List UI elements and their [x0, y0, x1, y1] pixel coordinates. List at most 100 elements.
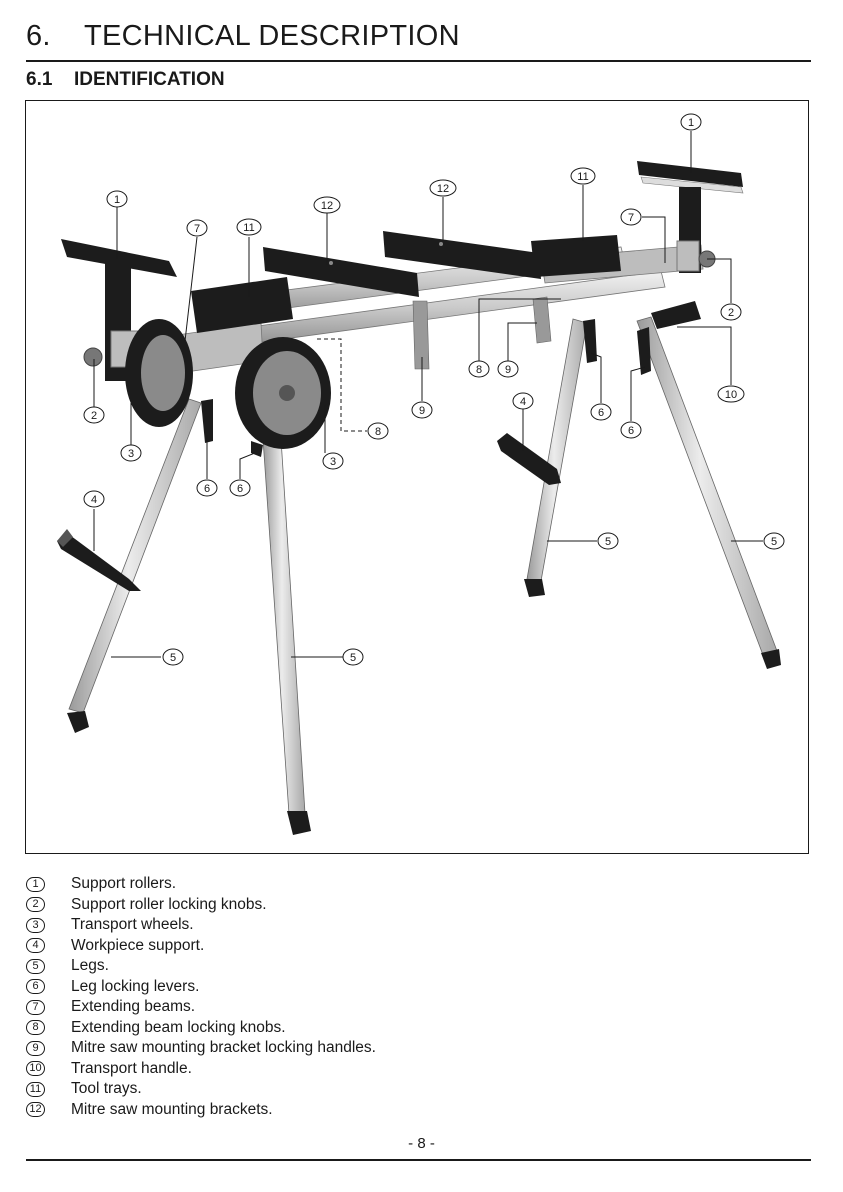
leader-lines	[93, 131, 763, 658]
workpiece-supports	[57, 433, 561, 591]
footer-rule	[26, 1159, 811, 1161]
legend-marker: 7	[26, 999, 45, 1015]
legend-item: 1 Support rollers.	[26, 874, 626, 895]
svg-text:5: 5	[170, 652, 176, 664]
svg-text:9: 9	[505, 364, 511, 376]
svg-text:11: 11	[577, 171, 588, 183]
callout-5c: 5	[597, 532, 619, 550]
subsection-heading: 6.1 IDENTIFICATION	[26, 69, 225, 91]
svg-text:12: 12	[321, 200, 333, 212]
legend-marker: 4	[26, 938, 45, 954]
legend-text: Transport wheels.	[71, 916, 194, 934]
svg-text:7: 7	[628, 212, 634, 224]
callout-1a: 1	[106, 190, 128, 208]
callout-2a: 2	[83, 406, 105, 424]
legend-text: Extending beam locking knobs.	[71, 1018, 286, 1036]
section-number: 6.	[26, 20, 51, 52]
legend-text: Tool trays.	[71, 1080, 142, 1098]
legend-text: Mitre saw mounting brackets.	[71, 1100, 273, 1118]
header-rule	[26, 60, 811, 62]
callout-4b: 4	[512, 392, 534, 410]
support-rollers	[61, 161, 744, 381]
svg-text:6: 6	[598, 407, 604, 419]
callout-6b: 6	[229, 479, 251, 497]
callout-7a: 7	[186, 219, 208, 237]
callout-3a: 3	[120, 444, 142, 462]
callout-1b: 1	[680, 113, 702, 131]
legend-marker: 11	[26, 1081, 45, 1097]
callout-5b: 5	[342, 648, 364, 666]
legend-item: 9 Mitre saw mounting bracket locking hand…	[26, 1038, 626, 1059]
svg-text:2: 2	[91, 410, 97, 422]
section-title: TECHNICAL DESCRIPTION	[84, 20, 460, 52]
svg-text:6: 6	[237, 483, 243, 495]
legend-item: 7 Extending beams.	[26, 997, 626, 1018]
legend-text: Support rollers.	[71, 875, 177, 893]
callout-bubbles: 1 1 2 2 3 3 4 4 5 5 5 5 6 6 6 6 7 7 8 8 …	[83, 113, 785, 666]
legend-text: Workpiece support.	[71, 936, 205, 954]
callout-9a: 9	[497, 360, 519, 378]
svg-text:1: 1	[114, 194, 120, 206]
svg-text:7: 7	[194, 223, 200, 235]
callout-10: 10	[717, 385, 745, 403]
legend-text: Mitre saw mounting bracket locking handl…	[71, 1039, 376, 1057]
svg-text:1: 1	[688, 117, 694, 129]
svg-text:3: 3	[330, 456, 336, 468]
callout-11b: 11	[570, 167, 596, 185]
tool-trays	[191, 235, 621, 333]
svg-text:4: 4	[91, 494, 97, 506]
callout-12b: 12	[429, 179, 457, 197]
subsection-number: 6.1	[26, 69, 53, 90]
svg-text:10: 10	[725, 389, 737, 401]
callout-6d: 6	[620, 421, 642, 439]
callout-5d: 5	[763, 532, 785, 550]
legend-text: Support roller locking knobs.	[71, 895, 267, 913]
legend-marker: 9	[26, 1040, 45, 1056]
legend-text: Extending beams.	[71, 998, 196, 1016]
callout-7b: 7	[620, 208, 642, 226]
svg-text:9: 9	[419, 405, 425, 417]
legend-item: 2 Support roller locking knobs.	[26, 895, 626, 916]
page-number: - 8 -	[408, 1135, 435, 1152]
callout-5a: 5	[162, 648, 184, 666]
legs	[67, 316, 781, 835]
mitre-saw-stand-drawing: 1 1 2 2 3 3 4 4 5 5 5 5 6 6 6 6 7 7 8 8 …	[57, 113, 785, 835]
legend-marker: 6	[26, 979, 45, 995]
svg-text:6: 6	[204, 483, 210, 495]
legend-marker: 1	[26, 876, 45, 892]
subsection-title: IDENTIFICATION	[74, 69, 225, 90]
legend-item: 11 Tool trays.	[26, 1079, 626, 1100]
legend-marker: 10	[26, 1061, 45, 1077]
legend-marker: 5	[26, 958, 45, 974]
legend-item: 4 Workpiece support.	[26, 936, 626, 957]
svg-text:12: 12	[437, 183, 449, 195]
callout-4a: 4	[83, 490, 105, 508]
callout-2b: 2	[720, 303, 742, 321]
svg-text:5: 5	[605, 536, 611, 548]
callout-8b: 8	[468, 360, 490, 378]
svg-text:11: 11	[243, 222, 254, 234]
legend-text: Leg locking levers.	[71, 977, 200, 995]
svg-text:4: 4	[520, 396, 526, 408]
legend-marker: 2	[26, 897, 45, 913]
callout-8a: 8	[367, 422, 389, 440]
locking-parts	[83, 250, 716, 457]
svg-text:5: 5	[350, 652, 356, 664]
callout-9b: 9	[411, 401, 433, 419]
legend-item: 8 Extending beam locking knobs.	[26, 1018, 626, 1039]
legend-item: 6 Leg locking levers.	[26, 977, 626, 998]
svg-text:3: 3	[128, 448, 134, 460]
mounting-brackets	[263, 231, 541, 297]
transport-wheels	[125, 319, 331, 449]
legend-marker: 8	[26, 1020, 45, 1036]
legend-text: Legs.	[71, 957, 109, 975]
callout-3b: 3	[322, 452, 344, 470]
legend-item: 3 Transport wheels.	[26, 915, 626, 936]
callout-12a: 12	[313, 196, 341, 214]
legend-marker: 3	[26, 917, 45, 933]
svg-text:8: 8	[476, 364, 482, 376]
legend-item: 5 Legs.	[26, 956, 626, 977]
svg-text:2: 2	[728, 307, 734, 319]
callout-11a: 11	[236, 218, 262, 236]
